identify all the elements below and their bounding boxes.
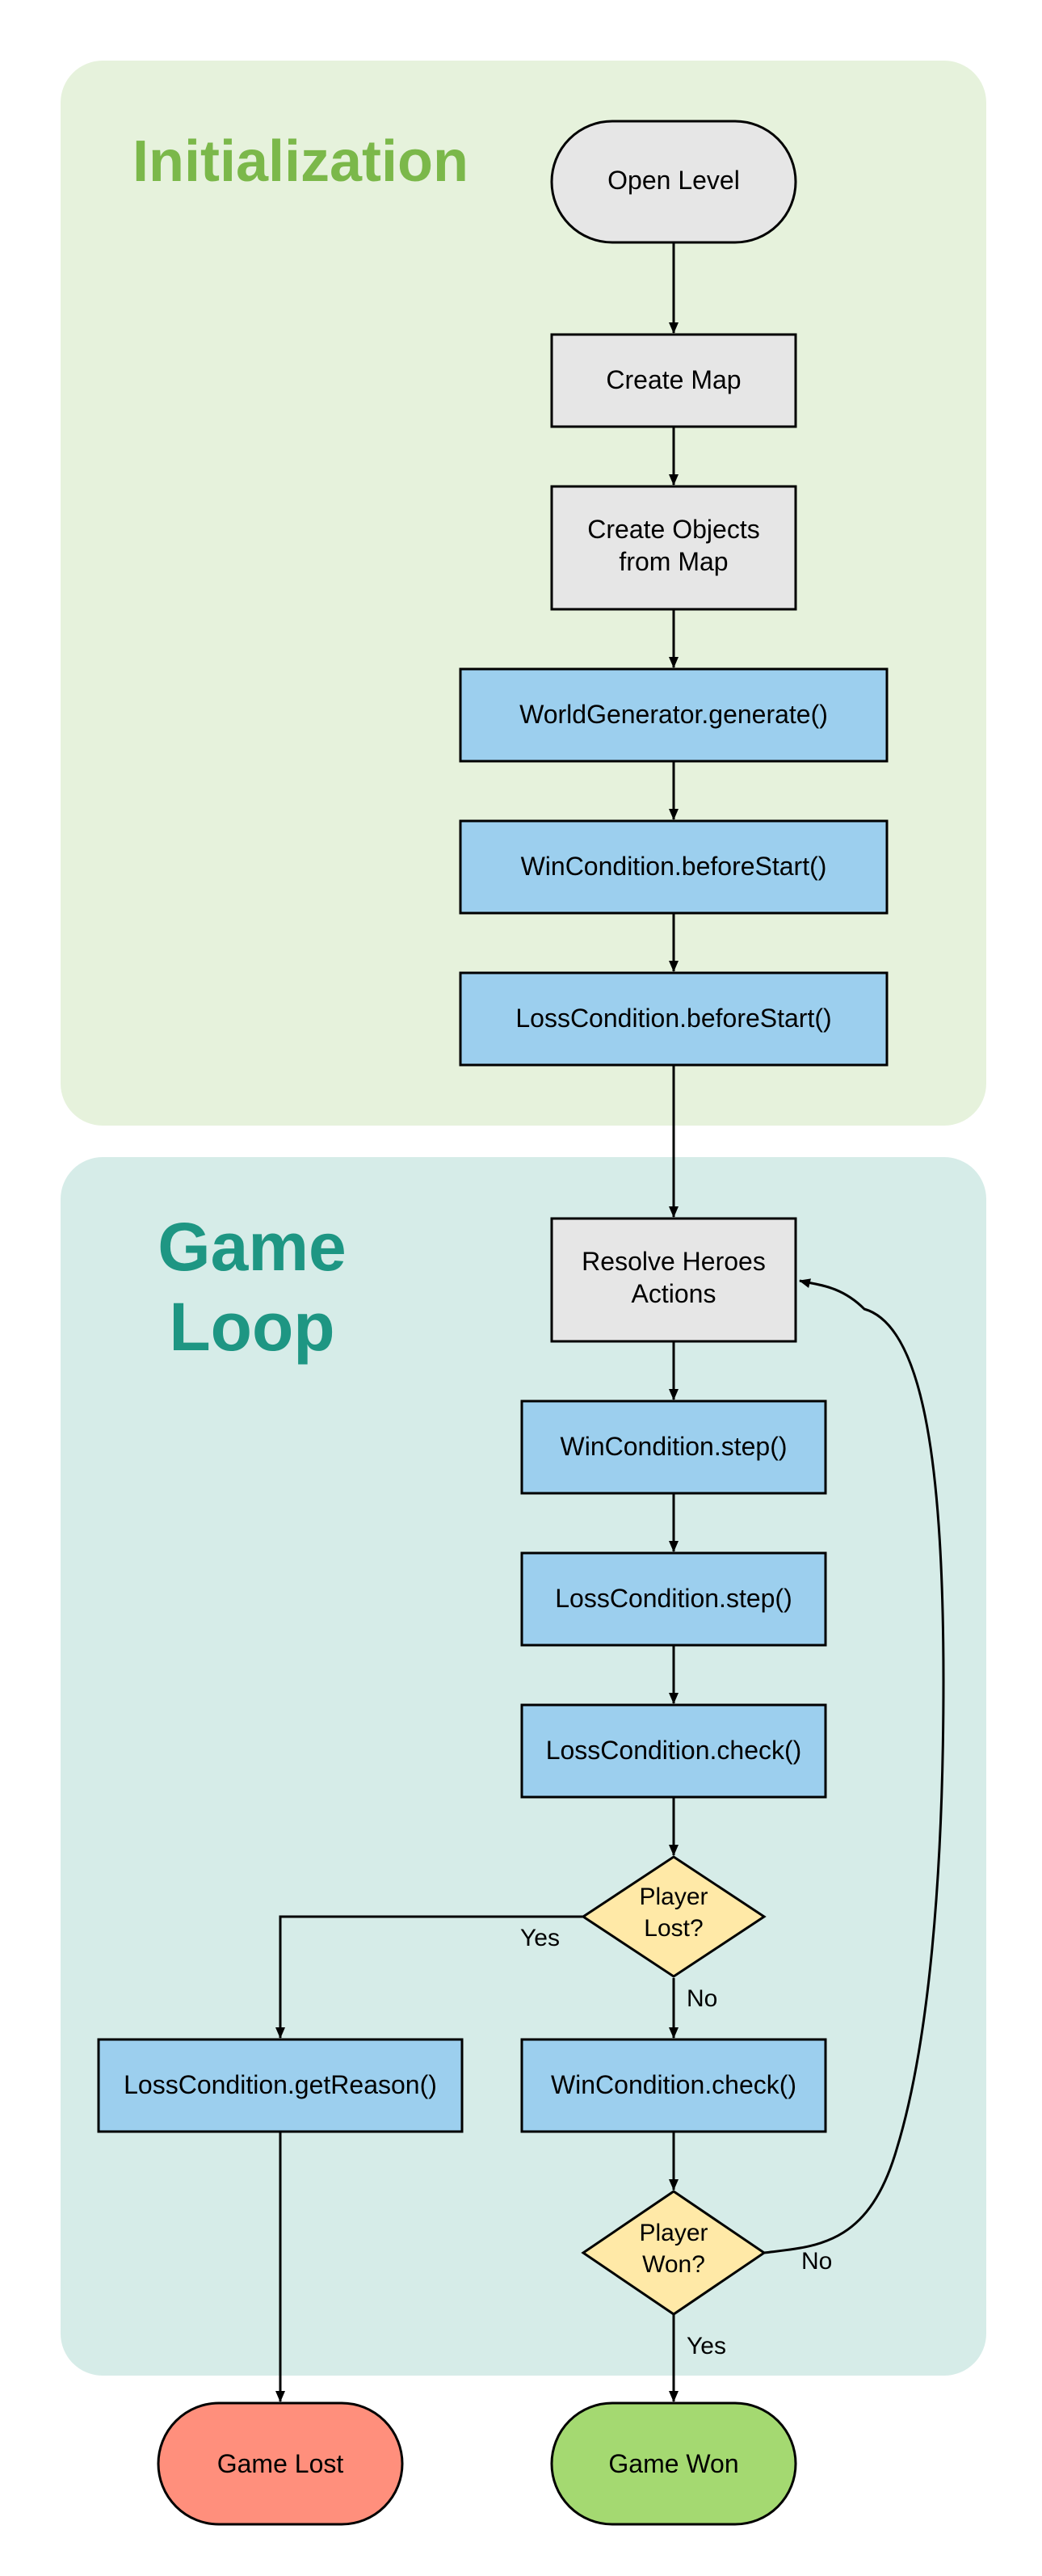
node-open-level-label: Open Level: [607, 166, 740, 195]
node-create-objects: [550, 485, 797, 611]
node-win-before-start-label: WinCondition.beforeStart(): [521, 852, 827, 881]
edge-label-won-yes: Yes: [687, 2333, 726, 2359]
edge-label-won-no: No: [801, 2248, 832, 2275]
node-loss-check-label: LossCondition.check(): [546, 1736, 802, 1765]
node-player-lost-decision: [581, 1855, 767, 1978]
node-create-map: [550, 333, 797, 428]
node-loss-check: [520, 1703, 827, 1799]
game-loop-title-line2: Loop: [169, 1289, 334, 1365]
node-resolve-heroes-label-line1: Resolve Heroes: [582, 1247, 766, 1276]
node-game-lost-label: Game Lost: [217, 2449, 344, 2478]
node-game-won: [550, 2401, 797, 2526]
node-resolve-heroes: [550, 1217, 797, 1343]
node-open-level: [550, 120, 797, 244]
edge-player-won-no-loop: [763, 1278, 945, 2254]
node-loss-get-reason-label: LossCondition.getReason(): [124, 2070, 437, 2099]
node-win-step: [520, 1400, 827, 1495]
node-player-lost-label-line2: Lost?: [644, 1915, 703, 1942]
node-win-check-label: WinCondition.check(): [551, 2070, 796, 2099]
node-player-lost-label-line1: Player: [639, 1884, 708, 1910]
node-create-objects-label-line2: from Map: [619, 547, 728, 576]
initialization-section: [61, 61, 986, 1126]
node-loss-step-label: LossCondition.step(): [555, 1584, 792, 1613]
node-create-objects-label-line1: Create Objects: [587, 515, 759, 544]
node-world-generator: [459, 667, 889, 763]
node-loss-get-reason: [97, 2038, 464, 2133]
node-game-won-label: Game Won: [608, 2449, 738, 2478]
game-loop-title-line1: Game: [158, 1209, 346, 1285]
node-loss-step: [520, 1551, 827, 1647]
node-win-before-start: [459, 819, 889, 915]
node-win-check: [520, 2038, 827, 2133]
node-loss-before-start: [459, 971, 889, 1067]
node-loss-before-start-label: LossCondition.beforeStart(): [515, 1004, 831, 1033]
node-world-generator-label: WorldGenerator.generate(): [519, 700, 828, 729]
node-player-won-label-line1: Player: [639, 2220, 708, 2246]
node-player-won-label-line2: Won?: [642, 2251, 705, 2278]
initialization-title: Initialization: [132, 129, 468, 194]
node-resolve-heroes-label-line2: Actions: [632, 1279, 716, 1308]
node-player-won-decision: [581, 2190, 767, 2316]
edge-player-lost-yes: [275, 1915, 583, 2039]
node-create-map-label: Create Map: [606, 365, 741, 394]
edge-label-lost-no: No: [687, 1985, 717, 2012]
node-win-step-label: WinCondition.step(): [561, 1432, 788, 1461]
edge-label-lost-yes: Yes: [520, 1925, 560, 1951]
node-game-lost: [157, 2401, 404, 2526]
